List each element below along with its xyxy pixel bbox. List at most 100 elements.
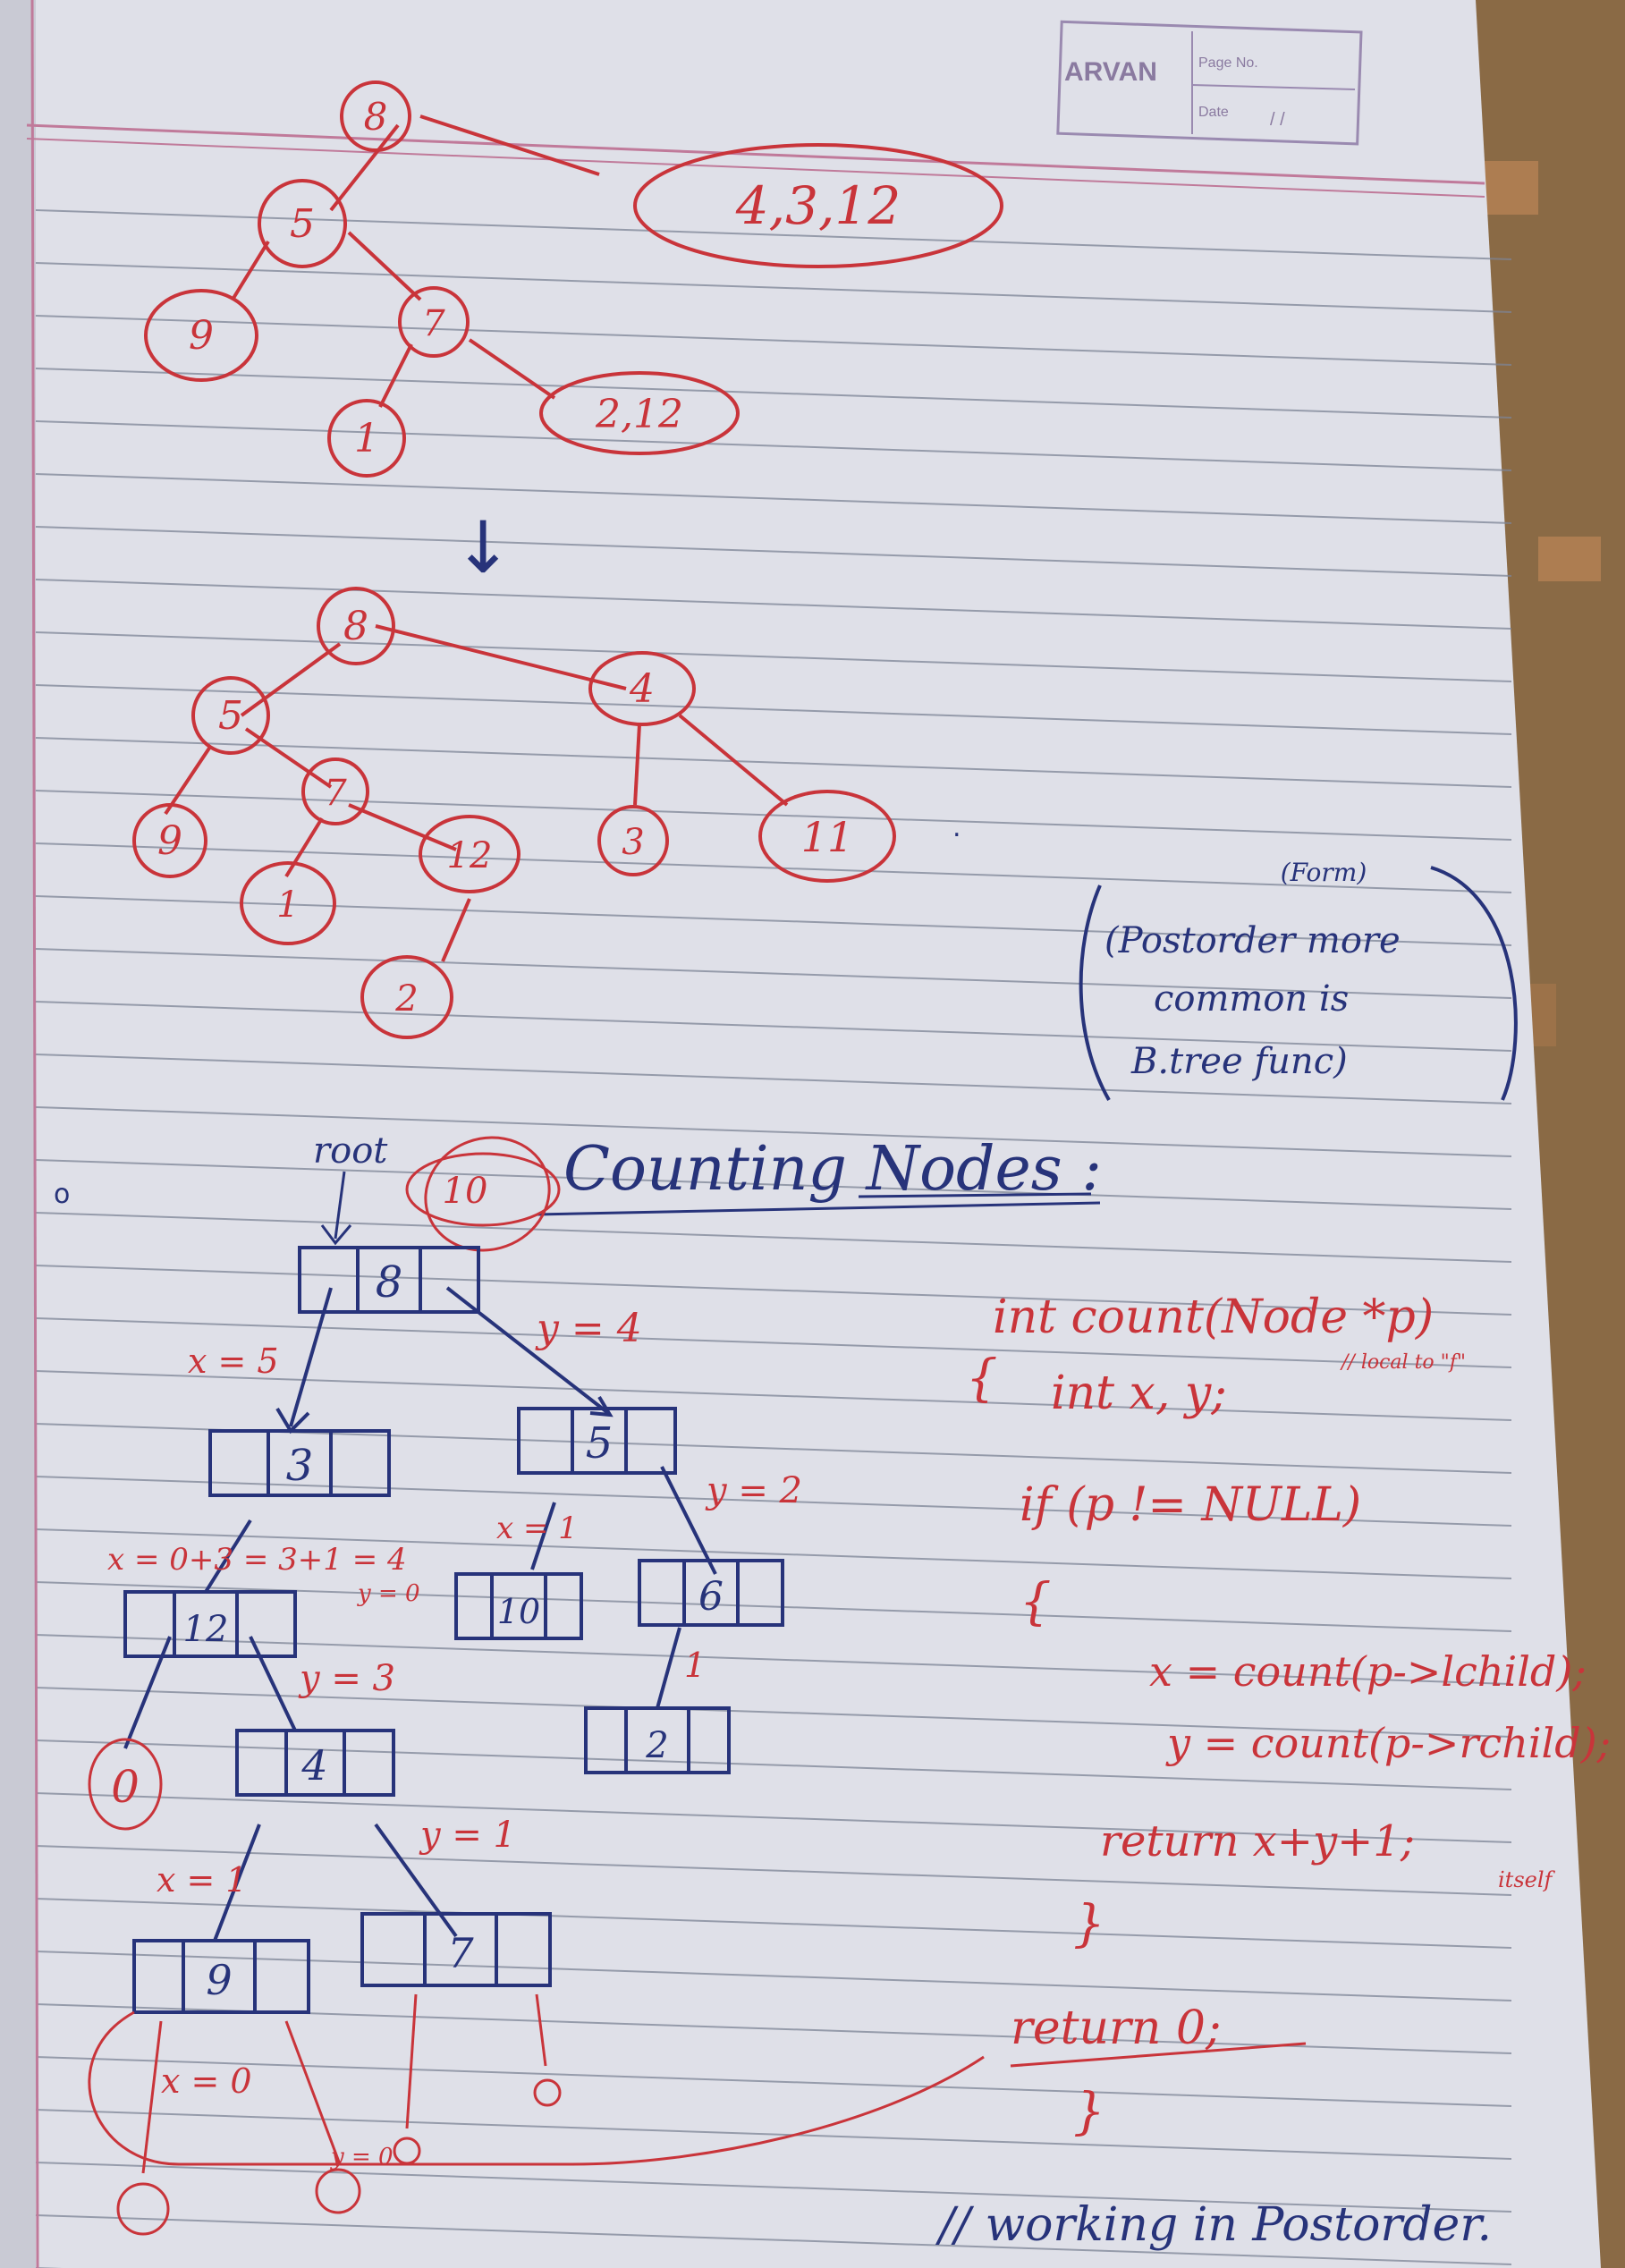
annotation-y3: y = 3: [298, 1658, 395, 1699]
tree2-node: 11: [801, 813, 854, 861]
tree1-node: 5: [290, 201, 315, 247]
annotation-y2: y = 2: [705, 1470, 802, 1511]
rule-line: [35, 1370, 1512, 1421]
rule-line: [35, 1159, 1512, 1210]
annotation-x-sum: x = 0+3 = 3+1 = 4: [107, 1542, 407, 1578]
tree-2-edges: [164, 624, 789, 962]
node-box-value: 10: [497, 1592, 540, 1631]
diagram-annotations: y = 4 x = 5 y = 2 x = 0+3 = 3+1 = 4 x = …: [107, 1306, 802, 2171]
side-note-line1: (Postorder more: [1104, 920, 1401, 961]
annotation-y1: y = 1: [419, 1815, 516, 1856]
node-box-value: 6: [698, 1574, 724, 1620]
code-line-1: int count(Node *p): [993, 1291, 1434, 1344]
rule-line: [35, 526, 1512, 577]
rule-line: [35, 948, 1512, 999]
node-box-value: 5: [586, 1418, 614, 1468]
rule-line: [35, 1212, 1512, 1263]
code-line-10: return 0;: [1011, 2001, 1222, 2055]
rule-line: [35, 209, 1512, 260]
node-box-value: 3: [286, 1441, 314, 1491]
code-line-6: x = count(p->lchild);: [1149, 1647, 1587, 1696]
left-margin-line: [30, 0, 39, 2268]
rule-line: [35, 1001, 1512, 1052]
annotation-y0-low: y = 0: [330, 2144, 394, 2171]
rule-line: [35, 315, 1512, 366]
page-no-label: Page No.: [1198, 55, 1258, 71]
tree2-node: 2: [394, 978, 418, 1020]
brand-text: ARVAN: [1064, 57, 1157, 87]
code-line-9: }: [1073, 1895, 1105, 1953]
rule-line: [35, 790, 1512, 841]
tree2-node: 5: [218, 693, 243, 739]
rule-line: [35, 842, 1512, 893]
code-line-5: {: [1020, 1573, 1052, 1631]
annotation-x0: x = 0: [161, 2061, 252, 2101]
rule-line: [35, 473, 1512, 524]
tree2-node: 7: [324, 773, 347, 814]
rule-line: [35, 1951, 1512, 2001]
tree-1-edges: [231, 114, 600, 408]
tree2-node: 12: [447, 835, 493, 876]
date-label: Date: [1198, 105, 1229, 120]
section-title: Counting Nodes :: [563, 1134, 1102, 1205]
side-note-line2: common is: [1154, 978, 1349, 1020]
code-line-3: int x, y;: [1051, 1367, 1227, 1420]
date-value: / /: [1270, 110, 1285, 130]
rule-line: [35, 1528, 1512, 1579]
rule-line: [35, 737, 1512, 788]
node-box-value: 8: [376, 1257, 403, 1307]
node-box-value: 2: [645, 1725, 668, 1766]
code-line-4: if (p != NULL): [1020, 1478, 1361, 1532]
annotation-zero-node: 0: [111, 1761, 140, 1813]
code-line-2: {: [966, 1350, 998, 1408]
side-note-line3: B.tree func): [1130, 1041, 1348, 1082]
node-box-value: 4: [300, 1741, 327, 1790]
rule-line: [35, 1687, 1512, 1738]
annotation-x1-low: x = 1: [157, 1860, 248, 1900]
rule-line: [35, 2109, 1512, 2160]
tree2-node: 1: [276, 884, 299, 926]
root-total: 10: [443, 1171, 488, 1212]
rule-line: [35, 2056, 1512, 2107]
diagram-boxes: 8 3 5 12 10 6 4 2: [123, 1246, 784, 2014]
rule-line: [35, 1317, 1512, 1368]
code-line-7: y = count(p->rchild);: [1165, 1719, 1611, 1767]
tree1-node: 1: [354, 416, 379, 461]
tree2-node: 9: [157, 818, 182, 864]
top-margin-line: [26, 123, 1485, 185]
annotation-one: 1: [684, 1646, 706, 1685]
side-note: (Form) (Postorder more common is B.tree …: [1079, 858, 1518, 1101]
tree2-node: 8: [343, 604, 368, 649]
node-box-value: 12: [183, 1609, 229, 1650]
tree1-node: 9: [189, 313, 214, 359]
ruled-lines: [35, 209, 1512, 2268]
code-line-8: return x+y+1;: [1100, 1816, 1415, 1866]
rule-line: [35, 2214, 1512, 2265]
annotation-x1-mid: x = 1: [496, 1511, 578, 1546]
page-header-box: ARVAN Page No. Date / /: [1056, 20, 1363, 146]
node-box-value: 9: [206, 1956, 232, 2004]
tree2-node: 3: [622, 822, 644, 863]
node-box-value: 7: [447, 1929, 474, 1977]
side-note-top: (Form): [1281, 858, 1367, 887]
tree-1-nodes: 8 5 9 7 1 4,3,12 2,12: [144, 80, 1003, 478]
bullet-dot: o: [54, 1179, 70, 1210]
arrow-down-icon: ↓: [453, 506, 512, 589]
rule-line: [35, 579, 1512, 630]
null-leaves: [88, 1738, 985, 2236]
rule-line: [35, 1634, 1512, 1685]
tree1-root-node: 8: [364, 95, 388, 139]
rule-line: [35, 1106, 1512, 1157]
tree2-node: 4: [629, 666, 655, 712]
rule-line: [35, 2162, 1512, 2213]
tree1-group: 2,12: [595, 392, 683, 437]
rule-line: [35, 1476, 1512, 1527]
section-heading: o Counting Nodes : root 10: [54, 1130, 1102, 1252]
dot-mark: .: [952, 812, 961, 843]
tree1-node: 7: [422, 303, 445, 344]
annotation-x5: x = 5: [188, 1341, 279, 1381]
tree1-group: 4,3,12: [735, 175, 901, 236]
